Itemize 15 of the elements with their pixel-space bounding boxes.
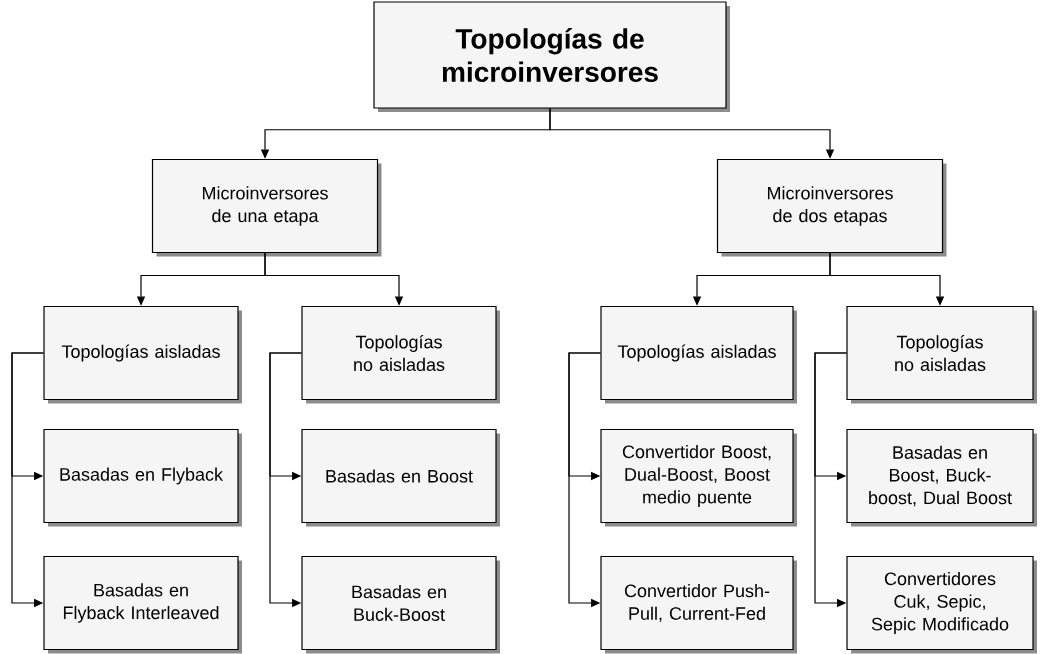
process-box: Topologías no aisladas: [846, 305, 1037, 404]
process-box: Convertidor Boost, Dual-Boost, Boost medio puente: [600, 428, 797, 527]
process-box: Basadas en Buck-Boost: [301, 555, 500, 654]
process-box: Topologías aisladas: [600, 305, 797, 404]
process-box: Convertidor Push-Pull, Current-Fed: [600, 555, 797, 654]
title-box: Topologías de microinversores: [373, 1, 730, 112]
process-box: Basadas en Boost: [301, 428, 500, 527]
process-box: Basadas en Flyback Interleaved: [43, 555, 242, 654]
process-box: Topologías aisladas: [43, 305, 242, 404]
process-box: Basadas en Flyback: [43, 428, 242, 527]
process-box: Convertidores Cuk, Sepic, Sepic Modificado: [846, 555, 1037, 654]
process-box: Microinversores de una etapa: [151, 158, 382, 257]
process-box: Microinversores de dos etapas: [716, 158, 947, 257]
process-box: Basadas en Boost, Buck-boost, Dual Boost: [846, 428, 1037, 527]
process-box: Topologías no aisladas: [301, 305, 500, 404]
